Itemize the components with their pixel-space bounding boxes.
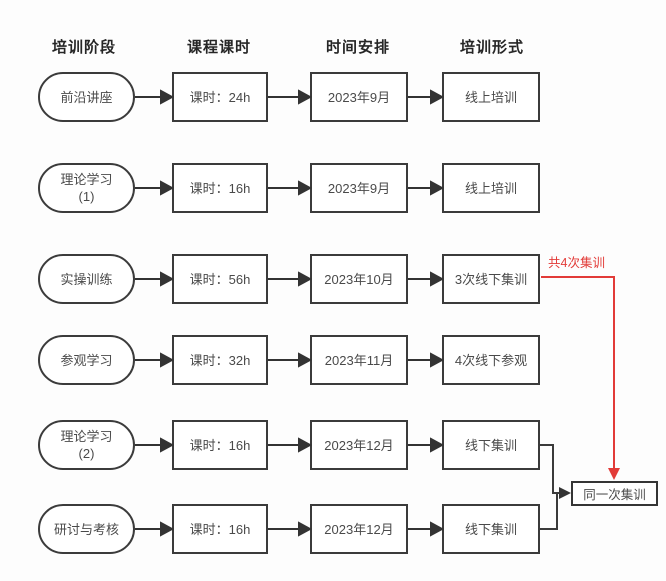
merge-arrowhead xyxy=(559,487,571,499)
flow-arrow xyxy=(408,437,445,453)
stage-label: 实操训练 xyxy=(60,271,113,287)
stage-node-row5: 理论学习 (2) xyxy=(38,420,135,470)
time-node-row3: 2023年10月 xyxy=(310,254,408,304)
merge-connector-bottom xyxy=(540,494,558,530)
time-node-row6: 2023年12月 xyxy=(310,504,408,554)
stage-label: 理论学习 xyxy=(60,429,113,444)
flow-arrow xyxy=(408,352,445,368)
stage-label: 参观学习 xyxy=(60,352,113,368)
stage-sublabel: (1) xyxy=(78,189,95,204)
merge-connector-top xyxy=(540,444,559,494)
column-header-stage: 培训阶段 xyxy=(51,39,117,56)
flow-arrow xyxy=(135,89,175,105)
format-node-row2: 线上培训 xyxy=(442,163,540,213)
flow-arrow xyxy=(268,352,313,368)
flow-arrow xyxy=(135,352,175,368)
stage-node-row1: 前沿讲座 xyxy=(38,72,135,122)
flow-arrow xyxy=(408,521,445,537)
format-node-row6: 线下集训 xyxy=(442,504,540,554)
hours-node-row3: 课时：56h xyxy=(172,254,268,304)
flow-arrow xyxy=(408,180,445,196)
merge-node-same-session: 同一次集训 xyxy=(571,481,658,506)
stage-label: 前沿讲座 xyxy=(60,89,113,105)
red-annotation-total-sessions: 共4次集训 xyxy=(548,256,605,270)
flow-arrow xyxy=(135,180,175,196)
hours-node-row6: 课时：16h xyxy=(172,504,268,554)
format-node-row4: 4次线下参观 xyxy=(442,335,540,385)
column-header-time: 时间安排 xyxy=(325,39,391,56)
flow-arrow xyxy=(408,271,445,287)
time-node-row2: 2023年9月 xyxy=(310,163,408,213)
stage-sublabel: (2) xyxy=(78,446,95,461)
hours-node-row1: 课时：24h xyxy=(172,72,268,122)
flow-arrow xyxy=(268,437,313,453)
stage-node-row6: 研讨与考核 xyxy=(38,504,135,554)
flow-arrow xyxy=(408,89,445,105)
hours-node-row4: 课时：32h xyxy=(172,335,268,385)
flow-arrow xyxy=(135,271,175,287)
red-annotation-line xyxy=(541,276,615,469)
flow-arrow xyxy=(135,521,175,537)
hours-node-row2: 课时：16h xyxy=(172,163,268,213)
column-header-format: 培训形式 xyxy=(459,39,525,56)
stage-node-row2: 理论学习 (1) xyxy=(38,163,135,213)
format-node-row3: 3次线下集训 xyxy=(442,254,540,304)
flow-arrow xyxy=(268,521,313,537)
stage-node-row4: 参观学习 xyxy=(38,335,135,385)
column-header-hours: 课程课时 xyxy=(186,39,252,56)
hours-node-row5: 课时：16h xyxy=(172,420,268,470)
time-node-row5: 2023年12月 xyxy=(310,420,408,470)
flow-arrow xyxy=(268,89,313,105)
stage-label: 理论学习 xyxy=(60,172,113,187)
time-node-row4: 2023年11月 xyxy=(310,335,408,385)
red-arrowhead xyxy=(608,468,620,480)
format-node-row1: 线上培训 xyxy=(442,72,540,122)
time-node-row1: 2023年9月 xyxy=(310,72,408,122)
stage-label: 研讨与考核 xyxy=(53,521,119,537)
flow-arrow xyxy=(268,271,313,287)
format-node-row5: 线下集训 xyxy=(442,420,540,470)
flow-arrow xyxy=(268,180,313,196)
stage-node-row3: 实操训练 xyxy=(38,254,135,304)
flow-arrow xyxy=(135,437,175,453)
